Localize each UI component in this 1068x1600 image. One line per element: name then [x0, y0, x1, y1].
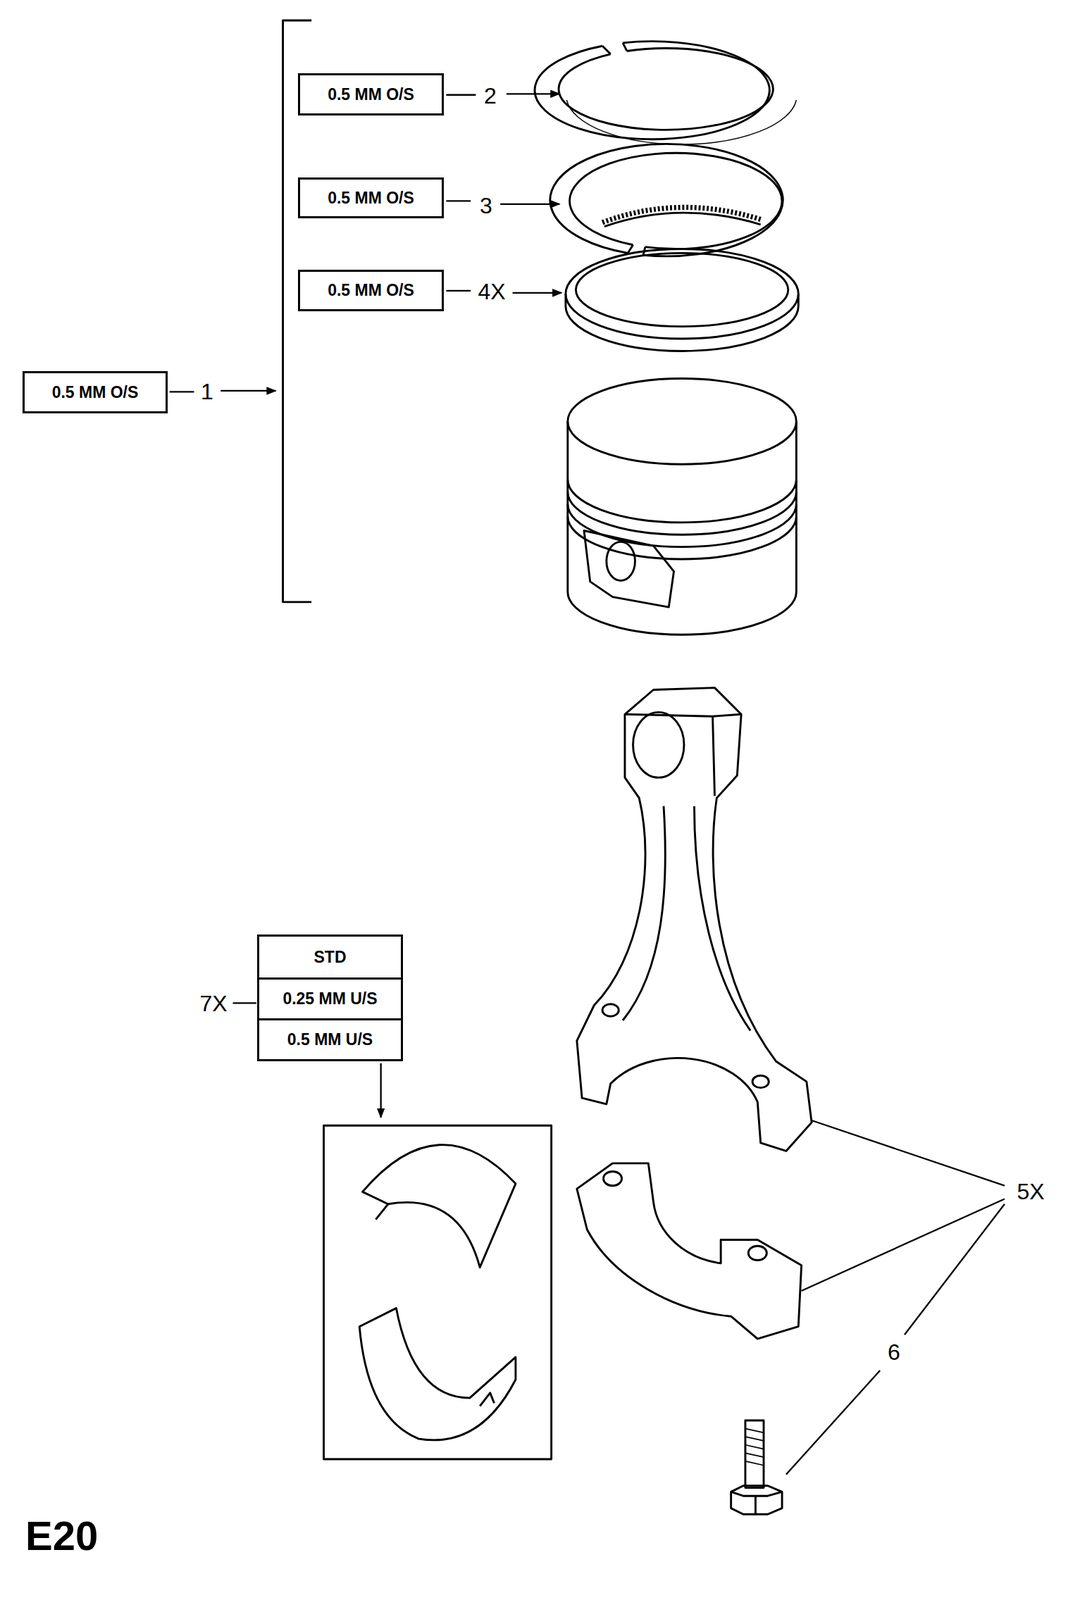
size-box: 0.5 MM O/S [22, 371, 168, 414]
size-box: 0.5 MM O/S [297, 73, 444, 116]
piston [567, 379, 797, 636]
size-text: 0.25 MM U/S [259, 977, 401, 1019]
connecting-rod [576, 688, 812, 1152]
callout-number: 3 [479, 194, 493, 217]
size-text: 0.5 MM O/S [24, 373, 166, 412]
callout-number: 7X [199, 992, 227, 1016]
bearing-shell [362, 1145, 516, 1269]
bearing-frame [324, 1125, 552, 1460]
size-box: 0.5 MM O/S [297, 177, 444, 219]
callout-number: 4X [477, 280, 506, 303]
rod-cap [576, 1163, 802, 1340]
callout-number: 6 [887, 1341, 901, 1364]
bearing-shell [359, 1308, 516, 1441]
piston-ring [550, 143, 783, 256]
callout-number: 5X [1016, 1180, 1045, 1204]
size-text: STD [259, 936, 401, 978]
size-box: 0.5 MM O/S [297, 269, 444, 312]
piston-ring [565, 249, 799, 352]
size-text: 0.5 MM U/S [259, 1018, 401, 1060]
rod-bolt [731, 1420, 782, 1515]
piston-ring [534, 41, 797, 145]
size-text: 0.5 MM O/S [300, 271, 442, 310]
leader-lines [169, 93, 1005, 1475]
figure-code: E20 [25, 1516, 98, 1557]
size-table: STD0.25 MM U/S0.5 MM U/S [257, 934, 403, 1062]
size-text: 0.5 MM O/S [300, 179, 442, 217]
size-text: 0.5 MM O/S [300, 75, 442, 114]
callout-number: 1 [200, 380, 214, 403]
callout-number: 2 [483, 84, 497, 108]
